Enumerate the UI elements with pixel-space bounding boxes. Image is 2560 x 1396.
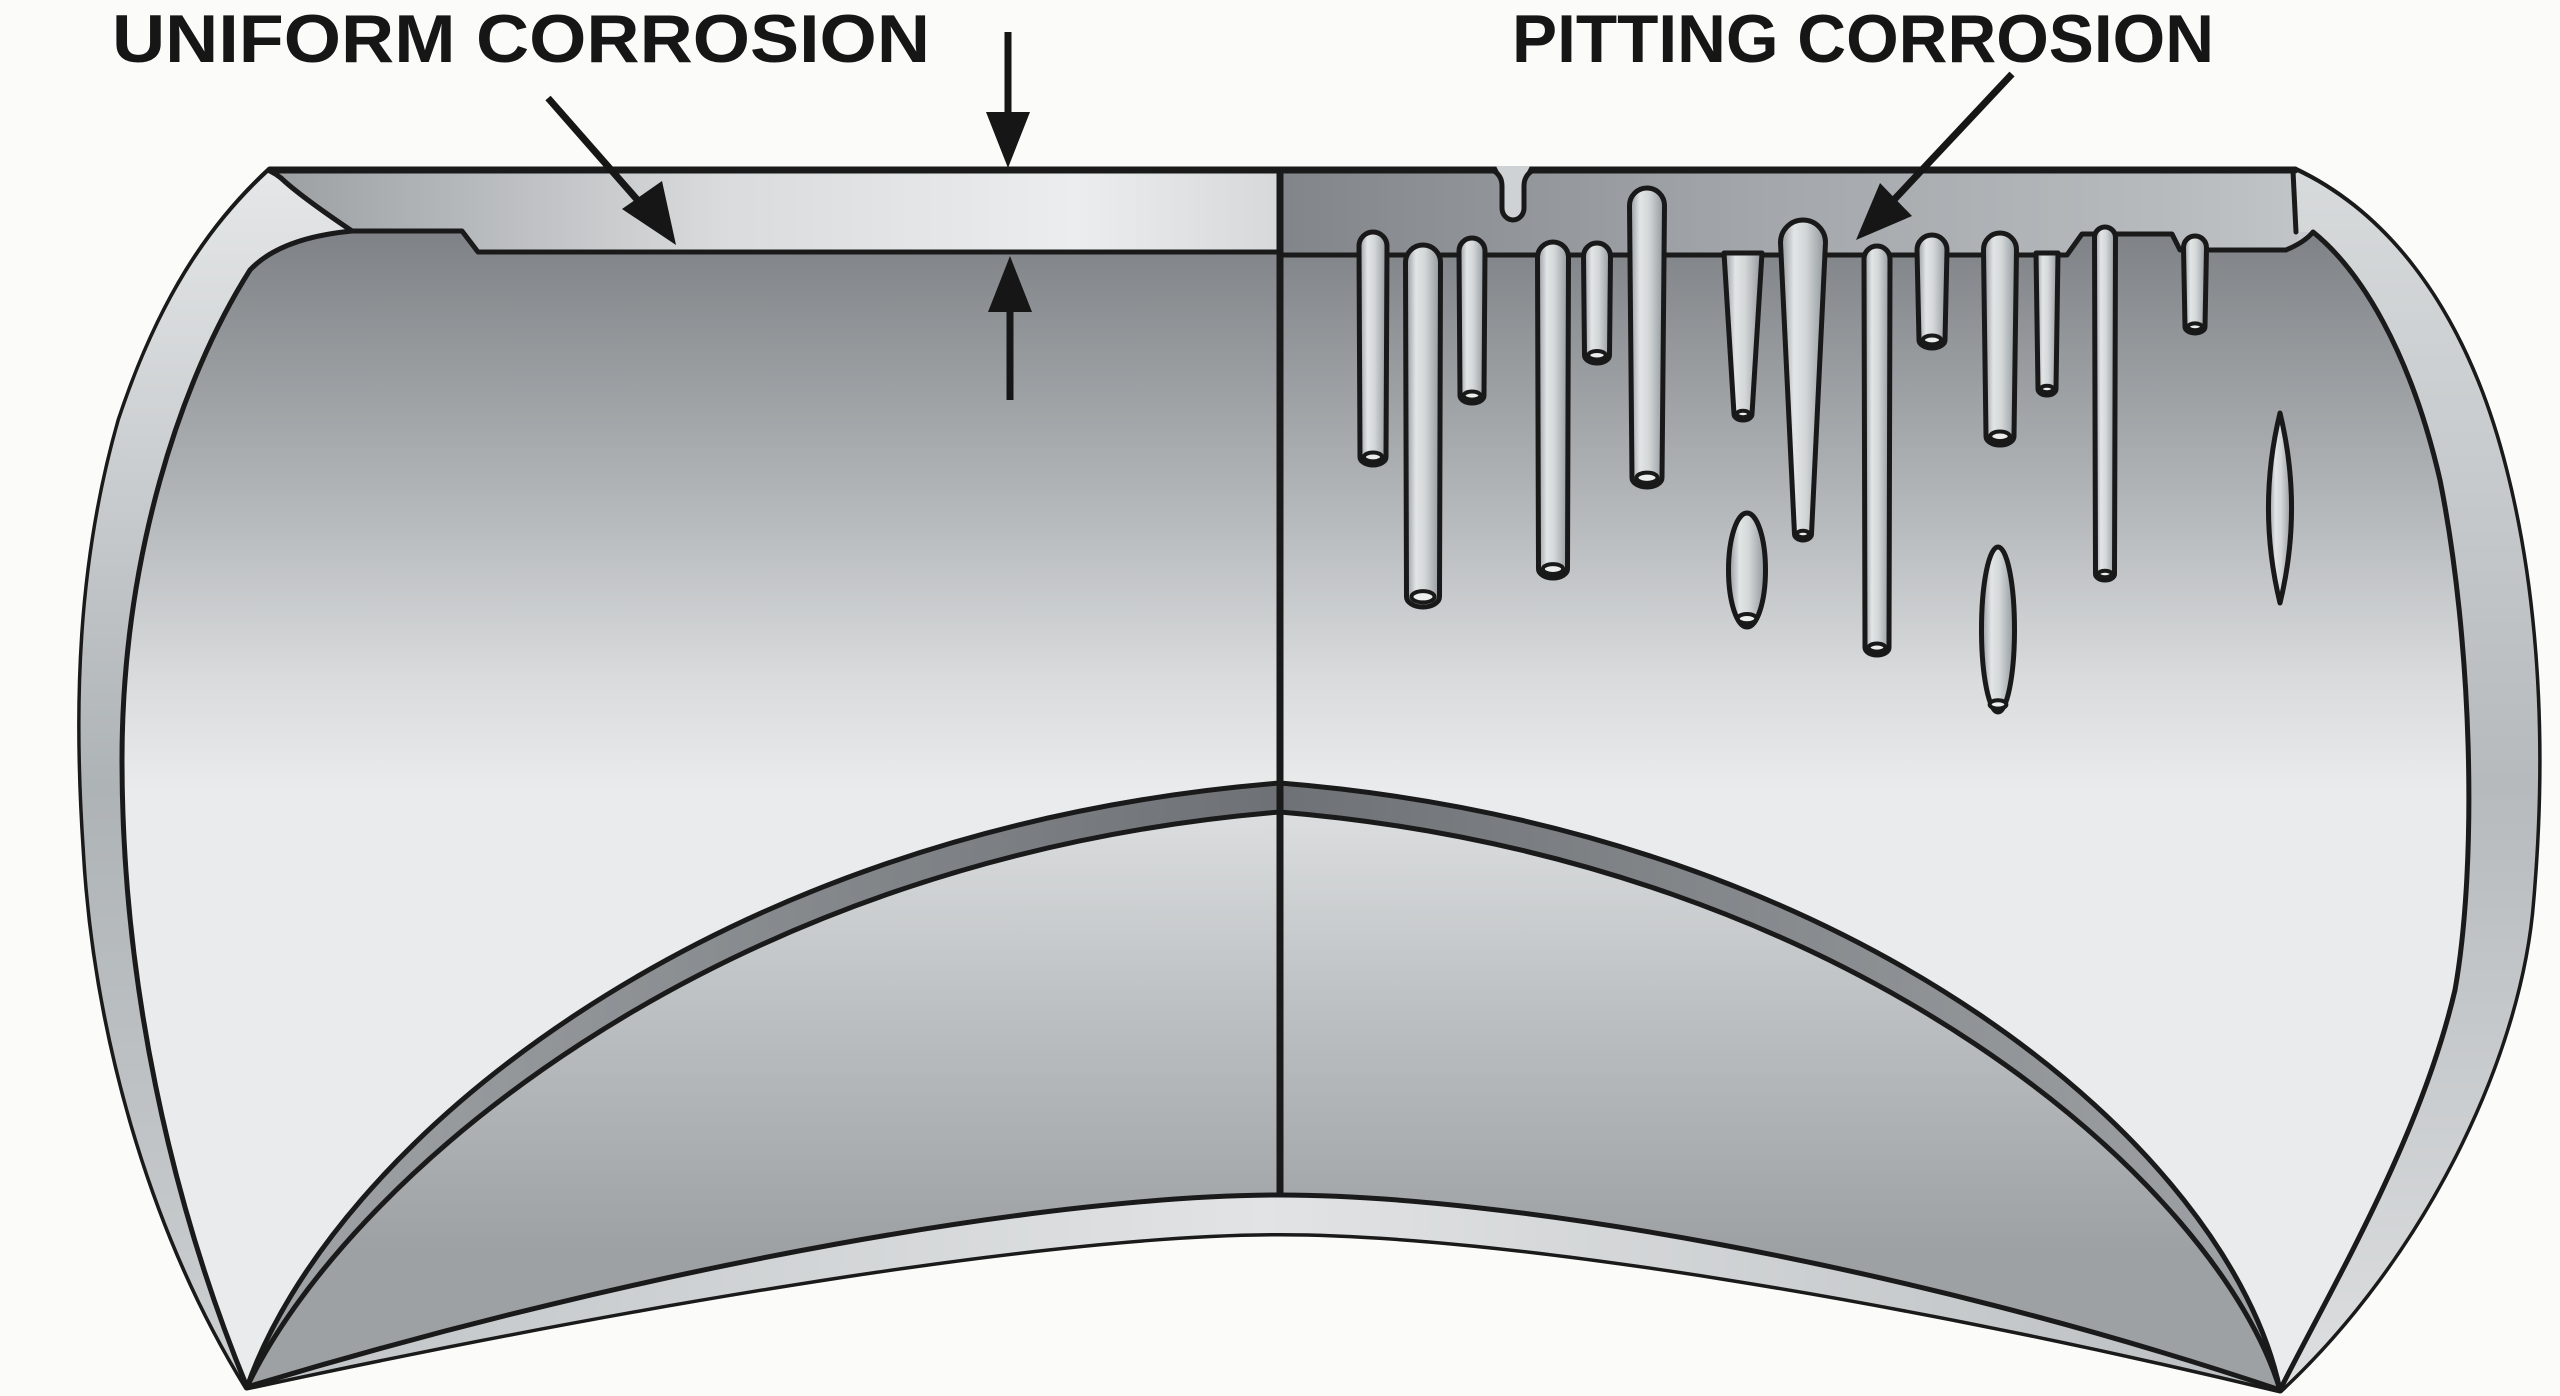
- pit-7-sub: [1726, 510, 1768, 630]
- pit-4: [1535, 239, 1571, 581]
- uniform-corrosion-label: UNIFORM CORROSION: [112, 1, 930, 77]
- notch-1: [1491, 166, 1535, 223]
- pitting-pits-layer: [1356, 166, 2295, 715]
- uniform-inner-edge-with-step: [349, 228, 1280, 255]
- wall-cut-face-pitting: [1283, 171, 2299, 255]
- left-rim-inner-curve: [119, 228, 355, 1390]
- pit-11-sub: [1979, 544, 2017, 715]
- pitting-leader-arrow: [1856, 71, 2015, 240]
- pit-10: [1914, 232, 1950, 351]
- annotations: UNIFORM CORROSION PITTING CORROSION: [112, 1, 2214, 400]
- thickness-arrow-down: [986, 32, 1030, 168]
- wall-cut-face-uniform: [270, 171, 1277, 252]
- left-corner-shoulder: [278, 175, 355, 234]
- bottom-rim-band: [247, 1195, 2280, 1390]
- pit-13: [2092, 224, 2118, 583]
- right-rim-face: [2280, 171, 2539, 1390]
- pit-15: [2265, 410, 2295, 606]
- thickness-arrow-up: [988, 256, 1032, 400]
- right-corner-seam: [2290, 168, 2299, 235]
- pit-11: [1981, 230, 2019, 448]
- pit-1: [1356, 229, 1390, 468]
- pipe-cutaway-illustration: [77, 166, 2542, 1394]
- far-inner-lip-band: [247, 783, 2280, 1390]
- pit-14: [2181, 233, 2209, 336]
- right-rim-inner-curve: [2277, 229, 2472, 1393]
- left-rim-face: [80, 171, 352, 1387]
- pit-2: [1403, 242, 1443, 610]
- pit-6: [1627, 185, 1667, 490]
- uniform-leader-arrow: [545, 95, 676, 245]
- pit-3: [1456, 235, 1488, 406]
- pitting-corrosion-label: PITTING CORROSION: [1512, 1, 2214, 77]
- pit-9: [1861, 243, 1893, 658]
- pit-8: [1778, 217, 1828, 543]
- pit-12: [2033, 250, 2061, 398]
- left-corner-seam: [267, 168, 284, 181]
- pit-7: [1721, 250, 1765, 423]
- pipe-inner-surface-lower: [247, 812, 2280, 1390]
- pit-5: [1581, 240, 1613, 366]
